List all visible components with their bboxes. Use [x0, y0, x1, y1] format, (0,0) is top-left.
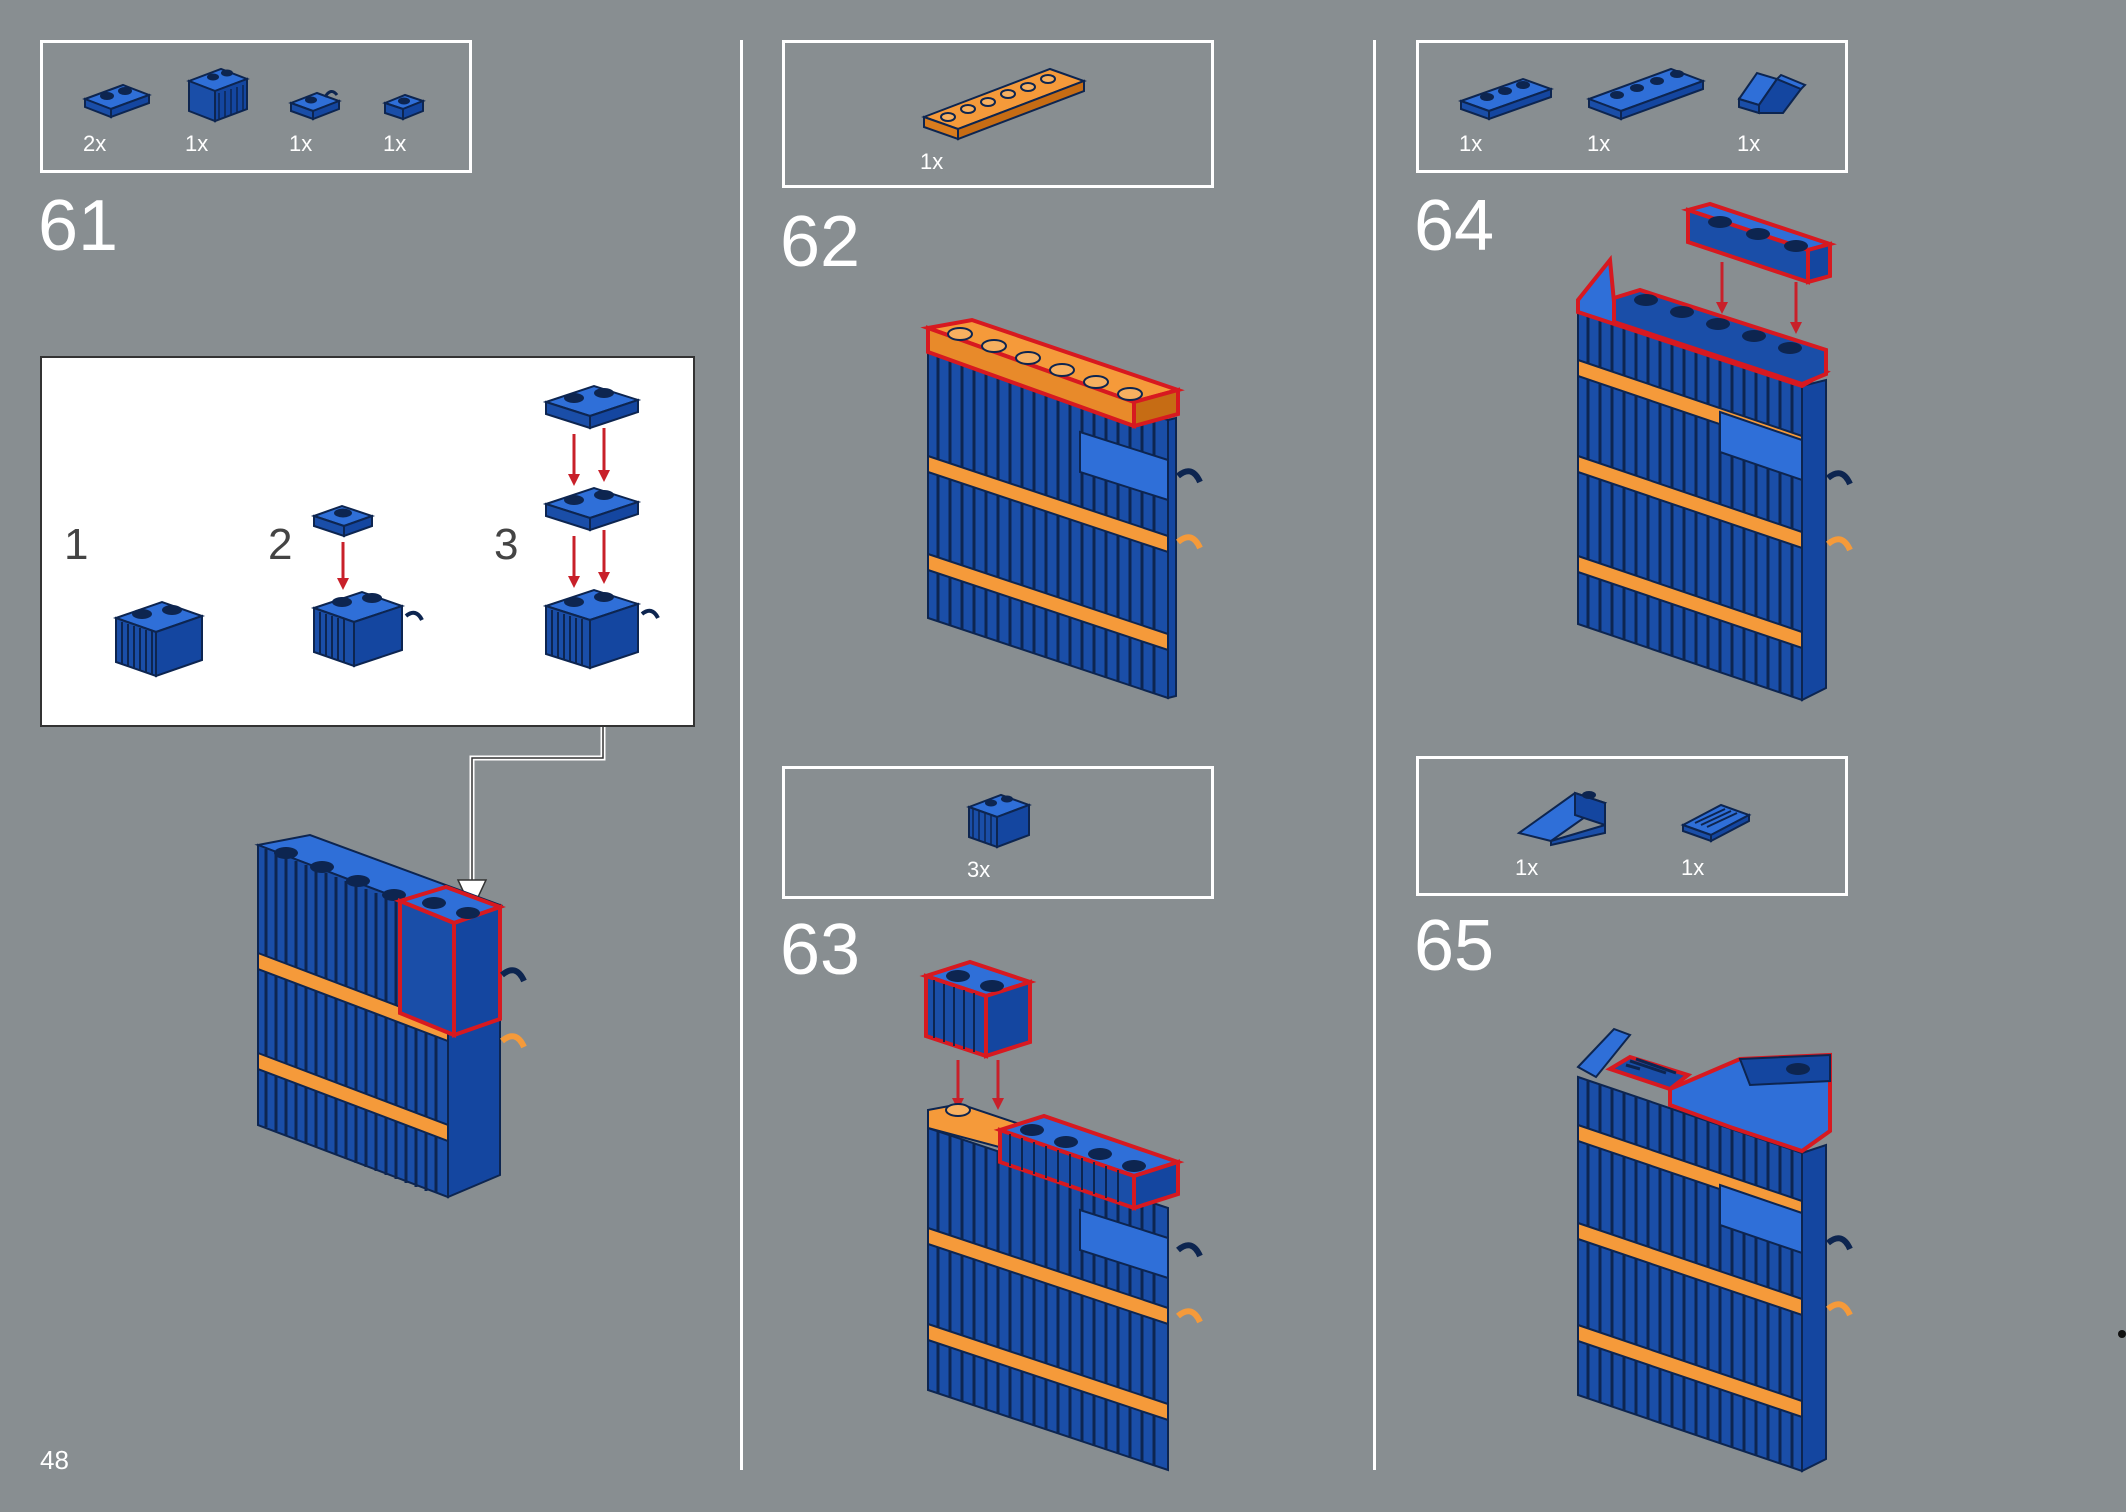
- parts-box-step-64: 1x 1x 1x: [1416, 40, 1848, 173]
- plate-1x1-blue-icon: [382, 93, 426, 121]
- model-step-64: [1576, 201, 1853, 702]
- step-number-64: 64: [1414, 186, 1495, 266]
- parts-box-step-61: 2x 1x 1x 1x: [40, 40, 472, 173]
- model-step-61: [254, 833, 527, 1199]
- plate-1x4-blue-icon: [1586, 67, 1706, 121]
- part-qty: 1x: [1587, 131, 1611, 156]
- part-qty: 1x: [920, 149, 944, 174]
- plate-1x3-blue-icon: [1458, 77, 1554, 121]
- part-qty: 1x: [289, 131, 313, 156]
- plate-clip-blue-icon: [288, 90, 342, 121]
- part-qty: 1x: [383, 131, 407, 156]
- page-number: 48: [40, 1445, 69, 1475]
- parts-box-step-62: 1x: [782, 40, 1214, 188]
- parts-box-step-63: 3x: [782, 766, 1214, 899]
- part-qty: 1x: [1459, 131, 1483, 156]
- substep-1-brick-icon: [112, 600, 206, 678]
- model-step-62: [920, 317, 1203, 700]
- substep-number: 3: [494, 520, 519, 569]
- model-step-63: [919, 959, 1203, 1472]
- part-qty: 2x: [83, 131, 107, 156]
- bracket-blue-icon: [1737, 71, 1807, 115]
- step-number-65: 65: [1414, 906, 1495, 986]
- part-qty: 1x: [1515, 855, 1539, 880]
- step-number-62: 62: [780, 202, 861, 282]
- substep-2-assembly-icon: [310, 504, 424, 668]
- callout-subassembly: 1 2 3: [40, 356, 695, 727]
- step-number-63: 63: [780, 910, 861, 990]
- part-qty: 1x: [185, 131, 209, 156]
- plate-1x2-blue-icon: [82, 83, 152, 119]
- plate-1x6-orange-icon: [921, 67, 1087, 141]
- substep-3-assembly-icon: [542, 384, 660, 670]
- slope-brick-blue-icon: [1516, 791, 1608, 847]
- brick-2x2-grille-blue-icon: [186, 67, 250, 123]
- edge-dot: [2118, 1330, 2126, 1338]
- column-divider-left: [740, 40, 743, 1470]
- grille-tile-blue-icon: [1680, 803, 1752, 843]
- step-number-61: 61: [38, 186, 119, 266]
- substep-number: 2: [268, 520, 293, 569]
- brick-1x2-grille-blue-icon: [966, 793, 1032, 849]
- substep-number: 1: [64, 520, 89, 569]
- part-qty: 3x: [967, 857, 991, 882]
- column-divider-right: [1373, 40, 1376, 1470]
- parts-box-step-65: 1x 1x: [1416, 756, 1848, 896]
- part-qty: 1x: [1737, 131, 1761, 156]
- model-step-65: [1576, 1027, 1853, 1473]
- part-qty: 1x: [1681, 855, 1705, 880]
